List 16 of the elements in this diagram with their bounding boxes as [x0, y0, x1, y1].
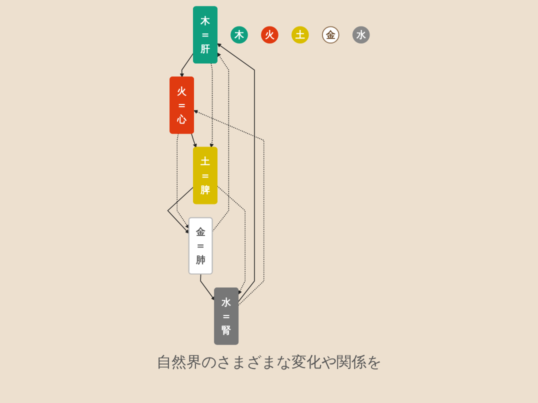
- node-circle: 土: [292, 26, 310, 44]
- node-circle: 木: [231, 26, 248, 44]
- arrow: [194, 110, 265, 306]
- arrow: [200, 273, 216, 300]
- arrow: [192, 132, 198, 148]
- node-circle: 火: [262, 26, 279, 44]
- arrow: [168, 186, 195, 234]
- arrow: [210, 62, 214, 148]
- arrow: [177, 132, 190, 228]
- node-circle: 水: [352, 26, 370, 44]
- arrow: [212, 52, 230, 232]
- arrow: [180, 52, 195, 77]
- caption-text: 自然界のさまざまな変化や関係を: [156, 353, 382, 371]
- node-circle: 金: [322, 26, 340, 44]
- arrow: [217, 42, 256, 302]
- arrow: [217, 185, 246, 294]
